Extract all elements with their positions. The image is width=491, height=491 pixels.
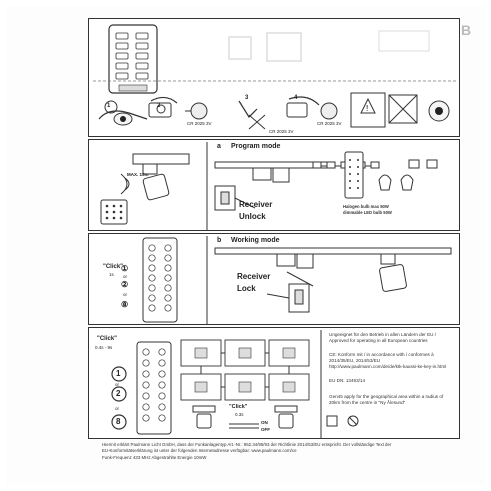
- receiver-label-program: Receiver: [239, 200, 273, 209]
- program-mode-illustration: [100, 142, 438, 230]
- click-label-dim: "Click": [97, 336, 118, 342]
- on-label: ON: [261, 420, 268, 425]
- working-mode-letter: b: [217, 237, 222, 244]
- or-label-1: or: [123, 274, 128, 279]
- dim-or-2: or: [115, 406, 120, 411]
- off-label: OFF: [261, 427, 270, 432]
- working-mode-title: Working mode: [231, 237, 280, 244]
- battery-panel: ! 1 2 3 4 CR 2025 3V CR 2025 3V CR 2025 …: [88, 18, 460, 137]
- cr-battery-label-1: CR 2025 3V: [187, 121, 212, 126]
- receiver-lock-label: Lock: [237, 284, 256, 293]
- click-label-1s: "Click": [103, 264, 124, 270]
- num-1: ①: [121, 264, 129, 273]
- receiver-unlock-label: Unlock: [239, 212, 266, 221]
- program-mode-title: Program mode: [231, 143, 281, 150]
- max-range-label: MAX. 15m: [127, 172, 149, 177]
- program-mode-letter: a: [217, 143, 221, 150]
- dimming-illustration: [111, 330, 359, 438]
- top-right-logo: B: [461, 22, 472, 38]
- receiver-label-working: Receiver: [237, 272, 271, 281]
- dim-num-8: 8: [116, 417, 121, 426]
- ce-conformity-text: CE: Konform mit / in accordance with / c…: [329, 352, 447, 370]
- cr-battery-label-2: CR 2025 3V: [269, 129, 294, 134]
- step-1-label: 1: [107, 103, 111, 109]
- step-4-label: 4: [294, 95, 298, 101]
- footer-line-1: Hiermit erklärt Paulmann Licht GmbH, das…: [102, 442, 392, 447]
- dim-num-1: 1: [116, 369, 121, 378]
- or-label-2: or: [123, 292, 128, 297]
- eu-dn-text: EU DN: 13493/14: [329, 378, 366, 383]
- program-mode-panel: MAX. 15m a Program mode Receiver Unlock …: [88, 139, 460, 231]
- num-2: ②: [121, 280, 129, 289]
- step-3-label: 3: [245, 95, 249, 101]
- click-time-1s: 1s: [109, 272, 114, 277]
- click-time-dim: 0.4s - 9s: [95, 345, 113, 350]
- footer-line-2: EU-Konformitätserklärung ist unter der f…: [102, 448, 297, 454]
- dim-num-2: 2: [116, 389, 121, 398]
- bulb-note: Halogen bulb max 50W dimmable LED bulb 5…: [343, 204, 392, 215]
- footer-line-3: Funk-Frequenz 433 MHz Abgestrahlte Energ…: [102, 454, 207, 460]
- battery-illustration: !: [93, 24, 457, 130]
- instruction-sheet: ! 1 2 3 4 CR 2025 3V CR 2025 3V CR 2025 …: [6, 6, 485, 485]
- working-mode-illustration: [142, 236, 452, 324]
- click-time-onoff: 0.3s: [235, 412, 244, 417]
- cr-battery-label-3: CR 2025 3V: [317, 121, 342, 126]
- num-8: ⑧: [121, 300, 129, 309]
- dim-or-1: or: [115, 382, 120, 387]
- approval-text: Ungeeignet für den Betrieb in allen Länd…: [329, 332, 437, 344]
- geographic-note: Gen45 apply for the geographical area wi…: [329, 394, 444, 406]
- step-2-label: 2: [157, 103, 161, 109]
- working-mode-panel: "Click" 1s ① or ② or ⑧ b Working mode Re…: [88, 233, 460, 325]
- footer-text: Hiermit erklärt Paulmann Licht GmbH, das…: [102, 442, 472, 461]
- click-label-onoff: "Click": [229, 404, 248, 410]
- dimming-panel: "Click" 0.4s - 9s 1 or 2 or 8 "Click" 0.…: [88, 327, 460, 439]
- svg-text:!: !: [366, 104, 368, 113]
